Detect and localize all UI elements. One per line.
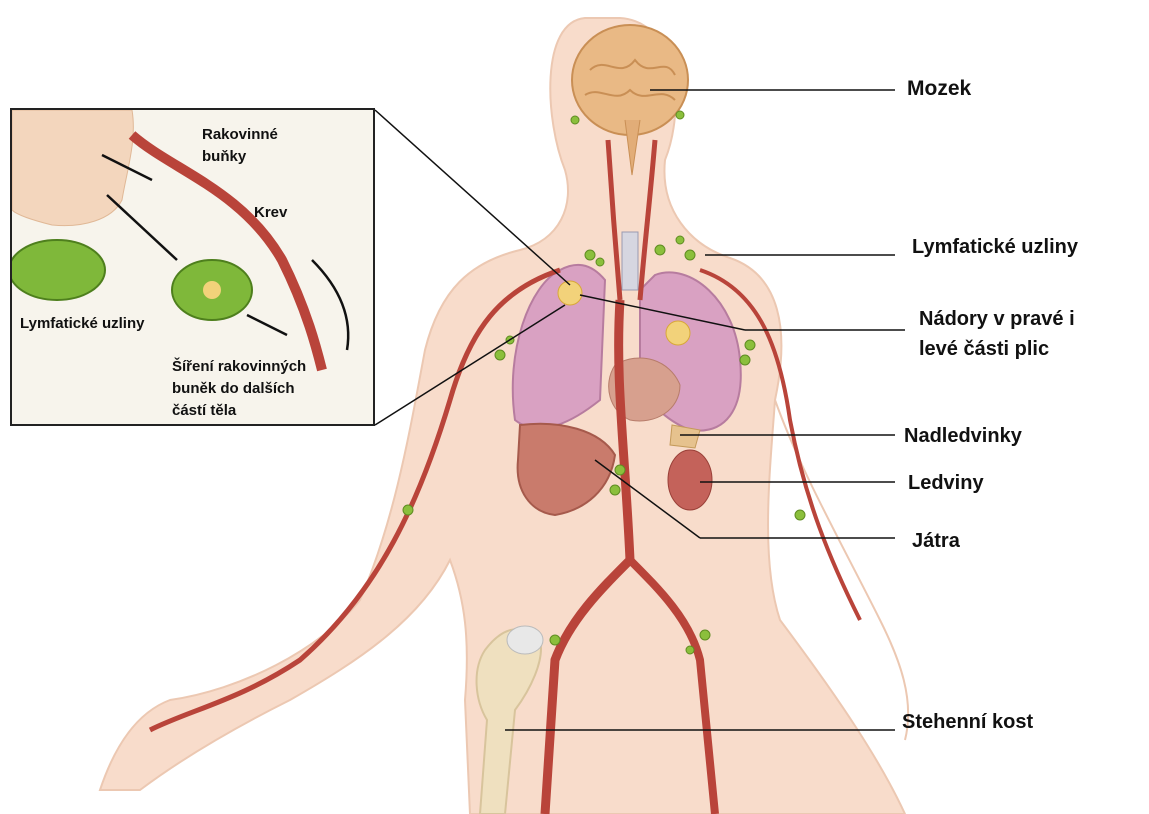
- label-adrenals: Nadledvinky: [904, 425, 1022, 448]
- label-tumors-line1: Nádory v pravé i: [919, 308, 1075, 331]
- inset-label-spread-1: Šíření rakovinných: [172, 358, 306, 375]
- label-lymph-nodes: Lymfatické uzliny: [912, 236, 1078, 259]
- inset-connector-top: [375, 110, 570, 285]
- inset-lymph-node-left: [12, 240, 105, 300]
- trachea: [622, 232, 638, 290]
- femur-head: [507, 626, 543, 654]
- kidney-left: [668, 450, 712, 510]
- inset-label-cancer-cells-1: Rakovinné: [202, 126, 278, 143]
- inset-illustration: [12, 110, 373, 424]
- inset-label-cancer-cells-2: buňky: [202, 148, 246, 165]
- inset-tumor-spot: [203, 281, 221, 299]
- label-liver: Játra: [912, 530, 960, 553]
- label-tumors-line2: levé části plic: [919, 338, 1049, 361]
- tumor-left-lung: [666, 321, 690, 345]
- inset-label-spread-2: buněk do dalších: [172, 380, 295, 397]
- label-brain: Mozek: [907, 77, 971, 101]
- inset-detail-box: Rakovinné buňky Krev Lymfatické uzliny Š…: [10, 108, 375, 426]
- inset-label-lymph-nodes: Lymfatické uzliny: [20, 315, 144, 332]
- label-kidneys: Ledviny: [908, 472, 984, 495]
- inset-label-blood: Krev: [254, 204, 287, 221]
- cancer-cell-cluster: [12, 110, 133, 226]
- blood-vessel: [132, 135, 322, 370]
- inset-label-spread-3: částí těla: [172, 402, 236, 419]
- brain-organ: [572, 25, 688, 135]
- label-femur: Stehenní kost: [902, 711, 1033, 734]
